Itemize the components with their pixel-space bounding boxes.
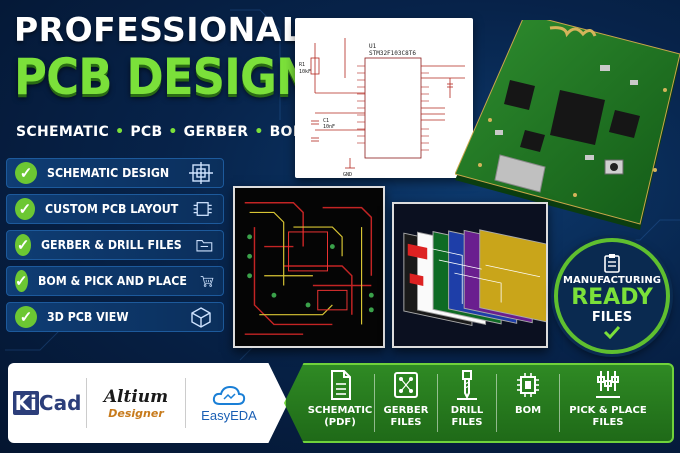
feature-label: GERBER & DRILL FILES <box>41 238 183 252</box>
check-icon: ✓ <box>15 270 28 292</box>
subtitle-dot: • <box>115 124 125 140</box>
schematic-drawing: U1 STM32F103C8T6 R1 10kF C1 10nF GND <box>299 38 465 178</box>
chip-icon <box>193 202 212 216</box>
gnd-label: GND <box>343 172 352 178</box>
deliverable-label: PICK & PLACE FILES <box>569 405 647 428</box>
logo-divider <box>185 378 186 428</box>
feature-label: SCHEMATIC DESIGN <box>47 166 170 180</box>
kicad-logo-suffix: Cad <box>38 391 82 415</box>
deliverable-divider <box>559 374 560 432</box>
schematic-preview: U1 STM32F103C8T6 R1 10kF C1 10nF GND <box>295 18 473 178</box>
document-icon <box>331 370 351 400</box>
kicad-logo-prefix: Ki <box>12 391 39 415</box>
check-icon: ✓ <box>15 162 37 184</box>
check-icon: ✓ <box>15 198 35 220</box>
deliverable-divider <box>437 374 438 432</box>
folder-icon <box>196 240 213 252</box>
check-icon: ✓ <box>15 234 32 256</box>
deliverable-bom: BOM <box>497 369 559 437</box>
subtitle-dot: • <box>168 124 178 140</box>
deliverables-panel: SCHEMATIC (PDF) GERBER FILES DRILL FILES <box>284 363 674 443</box>
easyeda-logo: EasyEDA <box>186 375 272 431</box>
deliverable-label: GERBER FILES <box>383 405 429 428</box>
altium-designer-logo: Altium Designer <box>87 375 185 431</box>
deliverable-pick-place: PICK & PLACE FILES <box>560 369 656 437</box>
feature-list: ✓ SCHEMATIC DESIGN ✓ CUSTOM PCB LAYOUT ✓… <box>6 158 224 338</box>
feature-item-bom-pick-place: ✓ BOM & PICK AND PLACE <box>6 266 224 296</box>
deliverable-drill-files: DRILL FILES <box>438 369 496 437</box>
pcb-3d-render <box>455 20 680 230</box>
badge-line-files: FILES <box>591 310 633 325</box>
r1-label: R1 <box>299 62 305 68</box>
logo-divider <box>86 378 87 428</box>
subtitle-item: GERBER <box>183 124 249 140</box>
deliverable-label: DRILL FILES <box>450 405 484 428</box>
subtitle: SCHEMATIC • PCB • GERBER • BOM <box>16 124 307 140</box>
r1-value: 10kF <box>299 69 311 75</box>
deliverable-label: SCHEMATIC (PDF) <box>307 405 373 428</box>
board-icon <box>394 372 418 398</box>
cart-icon <box>201 276 214 287</box>
feature-item-3d-pcb-view: ✓ 3D PCB VIEW <box>6 302 224 332</box>
subtitle-item: PCB <box>130 124 163 140</box>
checkmark-icon <box>603 325 621 339</box>
feature-item-schematic-design: ✓ SCHEMATIC DESIGN <box>6 158 224 188</box>
manufacturing-ready-badge: MANUFACTURING READY FILES <box>554 238 670 354</box>
chip-name: STM32F103C8T6 <box>369 50 416 57</box>
feature-label: BOM & PICK AND PLACE <box>37 274 187 288</box>
feature-label: CUSTOM PCB LAYOUT <box>44 202 179 216</box>
schematic-target-icon <box>189 162 213 184</box>
badge-line-manufacturing: MANUFACTURING <box>563 275 661 286</box>
headline-professional: PROFESSIONAL <box>14 10 304 49</box>
subtitle-item: SCHEMATIC <box>16 124 110 140</box>
altium-name: Altium <box>103 386 169 407</box>
chip-icon <box>517 373 539 397</box>
deliverable-divider <box>374 374 375 432</box>
drill-icon <box>457 370 477 400</box>
cloud-icon <box>212 385 246 405</box>
easyeda-name: EasyEDA <box>201 407 257 423</box>
feature-item-gerber-drill: ✓ GERBER & DRILL FILES <box>6 230 224 260</box>
deliverable-divider <box>496 374 497 432</box>
subtitle-dot: • <box>254 124 264 140</box>
gerber-layers-preview <box>392 202 548 348</box>
feature-item-custom-pcb-layout: ✓ CUSTOM PCB LAYOUT <box>6 194 224 224</box>
c1-label: C1 <box>323 118 329 124</box>
headline-pcb-design: PCB DESIGN <box>14 48 314 106</box>
cube-icon <box>191 307 211 328</box>
chip-ref: U1 <box>369 43 377 50</box>
pcb-layout-preview <box>233 186 385 348</box>
pick-place-icon <box>596 371 620 398</box>
deliverable-gerber-files: GERBER FILES <box>375 369 437 437</box>
feature-label: 3D PCB VIEW <box>47 310 129 324</box>
altium-sub: Designer <box>108 406 164 420</box>
clipboard-icon <box>604 254 620 273</box>
deliverable-label: BOM <box>514 405 542 416</box>
badge-line-ready: READY <box>571 285 653 310</box>
check-icon: ✓ <box>15 306 37 328</box>
c1-value: 10nF <box>323 124 335 130</box>
deliverable-schematic-pdf: SCHEMATIC (PDF) <box>306 369 374 437</box>
